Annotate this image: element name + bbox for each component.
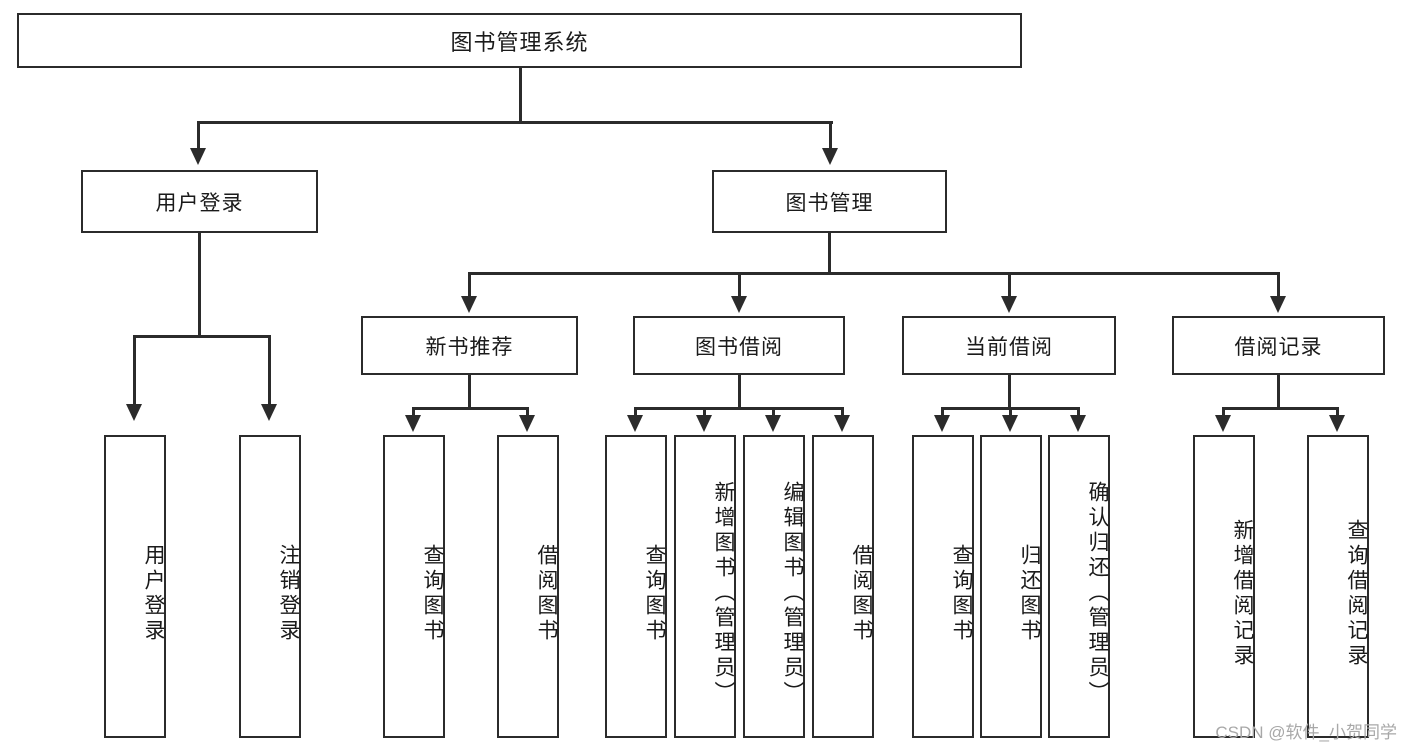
edge-new-book-bar <box>412 407 529 410</box>
leaf-label: 查询借阅记录 <box>1345 518 1368 669</box>
arrow-to-user-login <box>190 148 206 165</box>
arrow-to-book-borrow <box>731 296 747 313</box>
leaf-return-book[interactable]: 归还图书 <box>980 435 1042 738</box>
edge-book-borrow-stem <box>738 375 741 409</box>
edge-borrow-record-to-leaf-1 <box>1222 407 1225 419</box>
leaf-label: 借阅图书 <box>850 543 873 644</box>
edge-user-login-bar <box>133 335 271 338</box>
arrow-to-current-borrow <box>1001 296 1017 313</box>
edge-current-borrow-stem <box>1008 375 1011 409</box>
leaf-confirm-return[interactable]: 确认归还（管理员） <box>1048 435 1110 738</box>
node-label: 新书推荐 <box>425 335 514 359</box>
node-root-system[interactable]: 图书管理系统 <box>17 13 1022 68</box>
node-label: 图书管理 <box>785 191 874 215</box>
node-label: 用户登录 <box>155 191 244 215</box>
edge-root-to-book-manage <box>829 121 832 151</box>
edge-book-manage-to-record <box>1277 272 1280 299</box>
edge-user-login-to-leaf-1 <box>133 335 136 407</box>
arrow-to-leaf-return-book <box>1002 415 1018 432</box>
edge-new-book-to-leaf-1 <box>412 407 415 419</box>
arrow-to-new-book-recommend <box>461 296 477 313</box>
edge-book-manage-bar <box>468 272 1280 275</box>
arrow-to-leaf-query-book-1 <box>405 415 421 432</box>
leaf-query-book-current[interactable]: 查询图书 <box>912 435 974 738</box>
leaf-query-book-recommend[interactable]: 查询图书 <box>383 435 445 738</box>
node-label: 图书借阅 <box>695 335 783 359</box>
node-new-book-recommend[interactable]: 新书推荐 <box>361 316 578 375</box>
leaf-label: 查询图书 <box>950 543 973 644</box>
arrow-to-leaf-add-book <box>696 415 712 432</box>
arrow-to-leaf-logout <box>261 404 277 421</box>
leaf-borrow-book-recommend[interactable]: 借阅图书 <box>497 435 559 738</box>
edge-user-login-stem <box>198 233 201 337</box>
leaf-label: 借阅图书 <box>535 543 558 644</box>
leaf-label: 注销登录 <box>277 543 300 644</box>
edge-book-manage-stem <box>828 233 831 275</box>
leaf-label: 新增图书（管理员） <box>712 481 735 706</box>
edge-book-borrow-to-leaf-2 <box>703 407 706 419</box>
node-label: 图书管理系统 <box>450 29 589 55</box>
leaf-label: 归还图书 <box>1018 543 1041 644</box>
leaf-label: 确认归还（管理员） <box>1086 481 1109 706</box>
leaf-label: 查询图书 <box>643 543 666 644</box>
arrow-to-leaf-borrow-book-2 <box>834 415 850 432</box>
edge-book-borrow-to-leaf-3 <box>772 407 775 419</box>
edge-book-borrow-to-leaf-1 <box>634 407 637 419</box>
leaf-query-book-borrow[interactable]: 查询图书 <box>605 435 667 738</box>
leaf-label: 查询图书 <box>421 543 444 644</box>
node-label: 借阅记录 <box>1234 335 1323 359</box>
edge-root-stem <box>519 68 522 123</box>
leaf-logout[interactable]: 注销登录 <box>239 435 301 738</box>
leaf-label: 编辑图书（管理员） <box>781 481 804 706</box>
arrow-to-leaf-add-record <box>1215 415 1231 432</box>
edge-borrow-record-stem <box>1277 375 1280 409</box>
arrow-to-leaf-confirm-return <box>1070 415 1086 432</box>
leaf-add-book[interactable]: 新增图书（管理员） <box>674 435 736 738</box>
edge-current-borrow-to-leaf-3 <box>1077 407 1080 419</box>
edge-user-login-to-leaf-2 <box>268 335 271 407</box>
edge-book-borrow-bar <box>634 407 844 410</box>
edge-root-to-user-login <box>197 121 200 151</box>
edge-book-manage-to-new-book <box>468 272 471 299</box>
edge-book-manage-to-current <box>1008 272 1011 299</box>
edge-book-manage-to-borrow <box>738 272 741 299</box>
arrow-to-borrow-record <box>1270 296 1286 313</box>
leaf-query-borrow-record[interactable]: 查询借阅记录 <box>1307 435 1369 738</box>
edge-current-borrow-to-leaf-2 <box>1009 407 1012 419</box>
leaf-add-borrow-record[interactable]: 新增借阅记录 <box>1193 435 1255 738</box>
edge-current-borrow-to-leaf-1 <box>941 407 944 419</box>
node-user-login[interactable]: 用户登录 <box>81 170 318 233</box>
arrow-to-leaf-query-record <box>1329 415 1345 432</box>
arrow-to-leaf-borrow-book-1 <box>519 415 535 432</box>
edge-borrow-record-to-leaf-2 <box>1336 407 1339 419</box>
node-label: 当前借阅 <box>965 335 1053 359</box>
leaf-label: 新增借阅记录 <box>1231 518 1254 669</box>
node-book-borrow[interactable]: 图书借阅 <box>633 316 845 375</box>
node-current-borrow[interactable]: 当前借阅 <box>902 316 1116 375</box>
arrow-to-book-manage <box>822 148 838 165</box>
node-book-manage[interactable]: 图书管理 <box>712 170 947 233</box>
node-borrow-record[interactable]: 借阅记录 <box>1172 316 1385 375</box>
edge-book-borrow-to-leaf-4 <box>841 407 844 419</box>
arrow-to-leaf-query-book-3 <box>934 415 950 432</box>
arrow-to-leaf-user-login <box>126 404 142 421</box>
arrow-to-leaf-edit-book <box>765 415 781 432</box>
arrow-to-leaf-query-book-2 <box>627 415 643 432</box>
edge-root-bar <box>197 121 833 124</box>
edge-new-book-stem <box>468 375 471 409</box>
leaf-user-login[interactable]: 用户登录 <box>104 435 166 738</box>
leaf-borrow-book[interactable]: 借阅图书 <box>812 435 874 738</box>
leaf-edit-book[interactable]: 编辑图书（管理员） <box>743 435 805 738</box>
edge-borrow-record-bar <box>1222 407 1339 410</box>
edge-new-book-to-leaf-2 <box>526 407 529 419</box>
leaf-label: 用户登录 <box>142 543 165 644</box>
